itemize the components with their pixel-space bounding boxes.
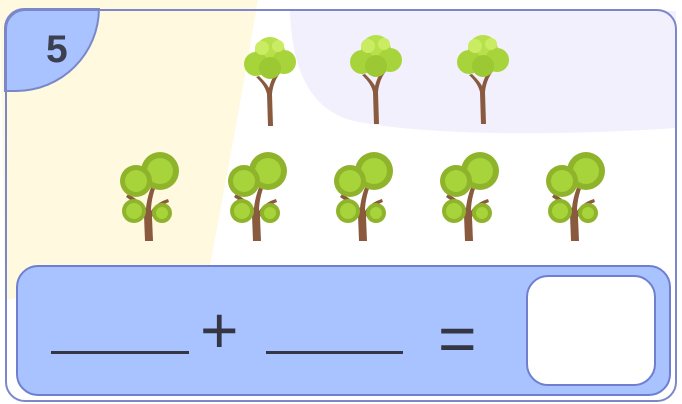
- tall-tree-icon: [457, 35, 509, 124]
- equation-panel: + =: [16, 265, 671, 396]
- round-tree-icon: [440, 152, 499, 241]
- round-tree-icon: [546, 152, 605, 241]
- tall-tree-icon: [244, 37, 296, 126]
- plus-sign: +: [200, 293, 239, 367]
- second-addend-blank[interactable]: [266, 351, 403, 354]
- first-addend-blank[interactable]: [51, 351, 189, 354]
- answer-box[interactable]: [526, 275, 656, 386]
- problem-number-badge: 5: [4, 8, 100, 92]
- equals-sign: =: [438, 301, 477, 375]
- tall-tree-icon: [350, 35, 402, 124]
- problem-number: 5: [46, 28, 68, 71]
- round-tree-icon: [120, 152, 179, 241]
- round-tree-icon: [334, 152, 393, 241]
- round-tree-icon: [228, 152, 287, 241]
